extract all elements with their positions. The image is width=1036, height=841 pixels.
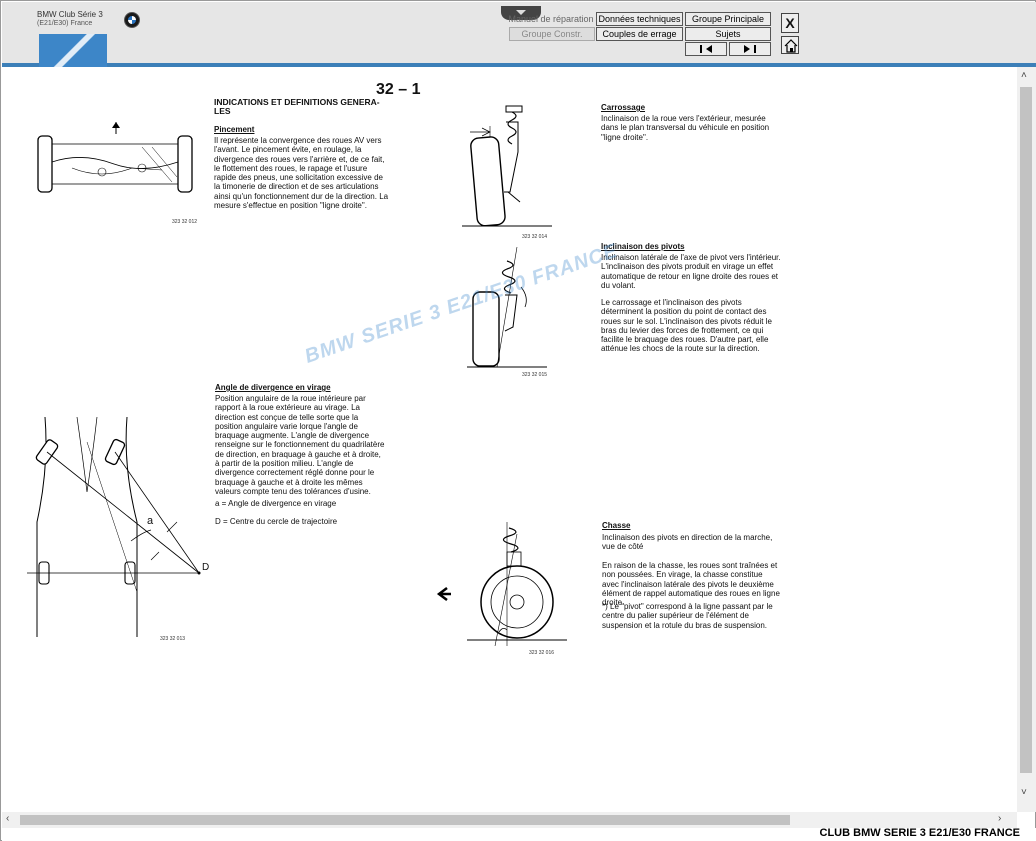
sujets-button[interactable]: Sujets xyxy=(685,27,771,41)
caster-figure xyxy=(436,522,567,647)
pincement-text: Il représente la convergence des roues A… xyxy=(214,136,389,211)
pincement-title: Pincement xyxy=(214,125,255,134)
arrow-right-icon xyxy=(744,44,754,53)
horizontal-scroll-thumb[interactable] xyxy=(20,815,790,825)
groupe-principale-button[interactable]: Groupe Principale xyxy=(685,12,771,26)
center-label-d: D xyxy=(202,562,210,573)
angle-legend-a: a = Angle de divergence en virage xyxy=(215,499,337,508)
chasse-text-2: En raison de la chasse, les roues sont t… xyxy=(602,561,780,608)
donnees-techniques-button[interactable]: Données techniques xyxy=(596,12,683,26)
chasse-text-1: Inclinaison des pivots en direction de l… xyxy=(602,533,773,552)
first-page-button[interactable] xyxy=(685,42,727,56)
main-title: INDICATIONS ET DEFINITIONS GENERA-LES xyxy=(214,97,380,117)
home-icon xyxy=(784,39,798,53)
angle-label-a: a xyxy=(147,515,154,527)
kingpin-figure xyxy=(467,246,547,368)
first-page-icon xyxy=(700,44,702,53)
groupe-constr-button[interactable]: Groupe Constr. xyxy=(509,27,595,41)
figure-code-5: 323 32 016 xyxy=(529,650,555,656)
arrow-left-icon xyxy=(702,44,712,53)
club-subtitle: (E21/E30) France xyxy=(37,20,93,27)
chasse-text-3: *) Le "pivot" correspond à la ligne pass… xyxy=(602,602,773,630)
document-page: 32 – 1 INDICATIONS ET DEFINITIONS GENERA… xyxy=(2,67,1017,812)
header-divider xyxy=(2,63,1036,67)
vertical-scroll-thumb[interactable] xyxy=(1020,87,1032,773)
carrossage-title: Carrossage xyxy=(601,103,646,112)
home-button[interactable] xyxy=(781,36,799,54)
manuel-button[interactable]: Manuel de réparation xyxy=(508,14,594,24)
figure-code-1: 323 32 012 xyxy=(172,219,198,225)
scroll-up-icon[interactable]: ˄ xyxy=(1021,70,1027,81)
chasse-title: Chasse xyxy=(602,521,631,530)
horizontal-scrollbar[interactable]: ‹ › xyxy=(2,812,1017,828)
toe-in-figure xyxy=(37,122,193,193)
scroll-down-icon[interactable]: ˅ xyxy=(1021,787,1027,798)
scroll-left-icon[interactable]: ‹ xyxy=(6,813,10,824)
figure-code-3: 323 32 014 xyxy=(522,234,548,240)
last-page-icon xyxy=(754,44,756,53)
toolbar-toggle-tab[interactable] xyxy=(501,6,541,20)
vertical-scrollbar[interactable]: ˄ ˅ xyxy=(1017,67,1036,812)
footer-bar: CLUB BMW SERIE 3 E21/E30 FRANCE xyxy=(2,827,1036,841)
figure-code-2: 323 32 013 xyxy=(160,636,186,642)
couples-serrage-button[interactable]: Couples de errage xyxy=(596,27,683,41)
camber-figure xyxy=(462,105,552,227)
scroll-right-icon[interactable]: › xyxy=(998,813,1002,824)
carrossage-text: Inclinaison de la roue vers l'extérieur,… xyxy=(601,114,770,142)
angle-title: Angle de divergence en virage xyxy=(215,383,331,392)
watermark: BMW SERIE 3 E21/E30 FRANCE xyxy=(302,239,621,368)
figure-code-4: 323 32 015 xyxy=(522,372,548,378)
angle-legend-d: D = Centre du cercle de trajectoire xyxy=(215,517,338,526)
bmw-logo-icon xyxy=(124,12,140,28)
pivots-text-2: Le carrossage et l'inclinaison des pivot… xyxy=(601,298,772,354)
divergence-figure xyxy=(27,416,201,637)
footer-text: CLUB BMW SERIE 3 E21/E30 FRANCE xyxy=(819,827,1020,839)
close-button[interactable]: X xyxy=(781,13,799,33)
page-number: 32 – 1 xyxy=(376,81,421,98)
pivots-text-1: Inclinaison latérale de l'axe de pivot v… xyxy=(601,253,781,290)
pivots-title: Inclinaison des pivots xyxy=(601,242,685,251)
last-page-button[interactable] xyxy=(729,42,771,56)
club-name: BMW Club Série 3 xyxy=(37,10,103,19)
angle-text: Position angulaire de la roue intérieure… xyxy=(215,394,385,496)
